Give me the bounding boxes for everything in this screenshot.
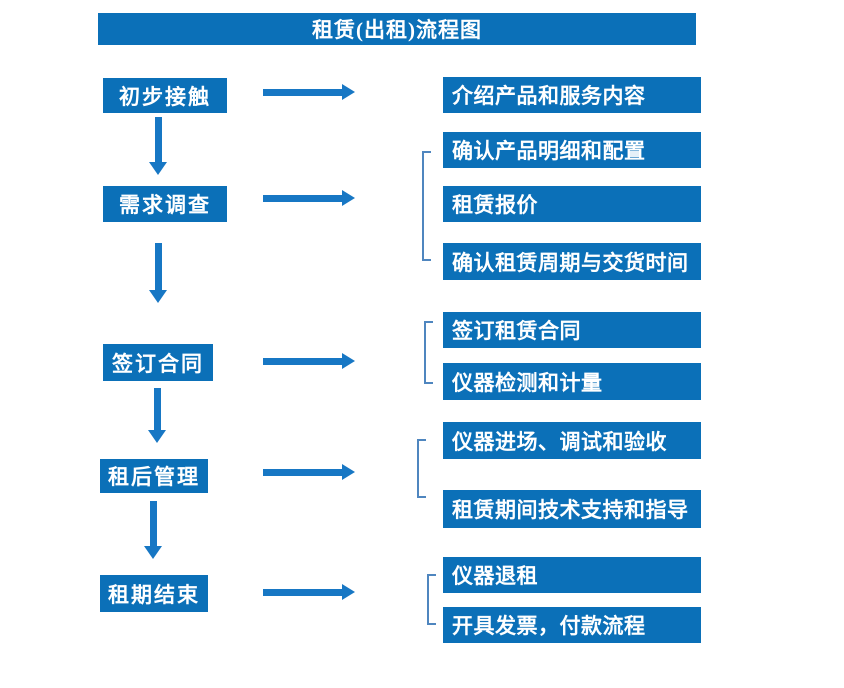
group-bracket: [427, 574, 436, 625]
down-arrow-shaft: [154, 117, 162, 163]
right-arrow-shaft: [263, 357, 343, 365]
right-arrow-icon: [263, 84, 355, 100]
title-bar: 租赁(出租)流程图: [98, 13, 696, 45]
page-title: 租赁(出租)流程图: [312, 18, 482, 42]
down-arrow-icon: [148, 388, 166, 443]
step-box-post-rental-management: 租后管理: [100, 459, 208, 493]
down-arrow-shaft: [154, 243, 162, 291]
detail-box-sign-rental-contract: 签订租赁合同: [443, 312, 701, 348]
detail-box-invoice-payment: 开具发票，付款流程: [443, 607, 701, 643]
down-arrow-head: [144, 546, 162, 559]
down-arrow-icon: [149, 117, 167, 175]
detail-box-confirm-period-delivery: 确认租赁周期与交货时间: [443, 243, 701, 280]
detail-box-rental-quote: 租赁报价: [443, 186, 701, 222]
right-arrow-icon: [263, 190, 355, 206]
right-arrow-shaft: [263, 88, 343, 96]
detail-box-instrument-setup-acceptance: 仪器进场、调试和验收: [443, 422, 701, 459]
detail-box-instrument-testing: 仪器检测和计量: [443, 363, 701, 400]
right-arrow-head: [342, 84, 355, 100]
right-arrow-shaft: [263, 468, 343, 476]
down-arrow-icon: [149, 243, 167, 303]
right-arrow-icon: [263, 584, 355, 600]
right-arrow-icon: [263, 353, 355, 369]
down-arrow-icon: [144, 501, 162, 559]
right-arrow-head: [342, 464, 355, 480]
down-arrow-head: [149, 162, 167, 175]
right-arrow-head: [342, 353, 355, 369]
right-arrow-shaft: [263, 194, 343, 202]
detail-box-confirm-product-config: 确认产品明细和配置: [443, 132, 701, 168]
detail-box-tech-support: 租赁期间技术支持和指导: [443, 490, 701, 528]
down-arrow-shaft: [153, 388, 161, 431]
detail-box-introduce-products: 介绍产品和服务内容: [443, 77, 701, 113]
step-box-rental-end: 租期结束: [100, 575, 208, 612]
group-bracket: [422, 151, 431, 261]
group-bracket: [417, 439, 426, 498]
step-box-needs-survey: 需求调查: [103, 186, 227, 222]
step-box-sign-contract: 签订合同: [103, 344, 213, 381]
step-box-initial-contact: 初步接触: [103, 78, 227, 113]
right-arrow-shaft: [263, 588, 343, 596]
right-arrow-head: [342, 190, 355, 206]
down-arrow-head: [149, 290, 167, 303]
down-arrow-shaft: [149, 501, 157, 547]
down-arrow-head: [148, 430, 166, 443]
group-bracket: [424, 321, 433, 384]
detail-box-instrument-return: 仪器退租: [443, 557, 701, 593]
right-arrow-icon: [263, 464, 355, 480]
right-arrow-head: [342, 584, 355, 600]
